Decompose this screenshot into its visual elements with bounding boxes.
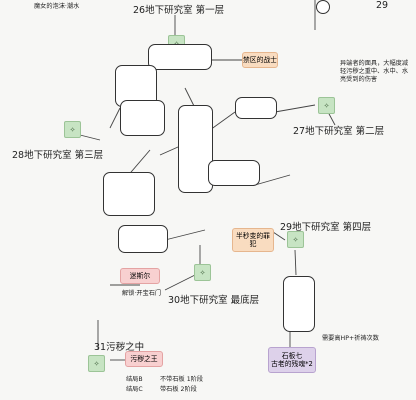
connector-line — [79, 134, 101, 141]
floor-28-heading: 28地下研究室 第三层 — [12, 150, 104, 161]
floor-30-heading: 30地下研究室 最底层 — [168, 295, 260, 306]
connector-line — [109, 107, 121, 129]
note-different-clothing: 异端者的面具，大幅度减轻污秽之重中、水中、水亮受到的伤害 — [340, 60, 409, 83]
tag-defiled-king[interactable]: 污秽之王 — [125, 351, 163, 367]
compass-node-icon[interactable]: ✧ — [64, 121, 81, 138]
flow-box[interactable] — [208, 160, 260, 186]
connector-line — [164, 229, 206, 241]
note-need-hp-prayer: 需要高HP+祈祷次数 — [322, 335, 379, 342]
note-no-tablet: 不带石板 1阶段 — [160, 376, 204, 383]
tag-stone-tablet[interactable]: 石板七 古老的残魂*2 — [268, 347, 316, 373]
flow-box[interactable] — [283, 276, 315, 332]
compass-node-icon[interactable]: ✧ — [88, 355, 105, 372]
flow-box[interactable] — [148, 44, 212, 70]
tag-half-transformed-sinner[interactable]: 半秒变的罪犯 — [232, 228, 274, 252]
compass-node-icon[interactable]: ✧ — [194, 264, 211, 281]
floor-29-heading: 29地下研究室 第四层 — [280, 222, 372, 233]
tag-mirek[interactable]: 迷斯尔 — [120, 268, 160, 284]
note-unlock-gate: 解锁·开宝石门 — [122, 290, 162, 297]
flow-box[interactable] — [316, 0, 330, 14]
flow-box[interactable] — [178, 105, 213, 193]
flow-box[interactable] — [103, 172, 155, 216]
note-with-tablet: 带石板 2阶段 — [160, 386, 197, 393]
flow-box[interactable] — [235, 97, 277, 119]
floor-27-heading: 27地下研究室 第二层 — [293, 126, 385, 137]
connector-line — [209, 111, 236, 131]
flow-box[interactable] — [118, 225, 168, 253]
connector-line — [164, 274, 196, 291]
compass-node-icon[interactable]: ✧ — [318, 97, 335, 114]
tag-restricted-warrior[interactable]: 禁区的战士 — [242, 52, 278, 68]
compass-node-icon[interactable]: ✧ — [287, 231, 304, 248]
connector-line — [274, 104, 316, 113]
top-right-fragment: 29 — [376, 0, 389, 11]
floor-31-heading: 31污秽之中 — [94, 342, 145, 353]
top-left-note: 魔女的泡沫·潮水 — [34, 3, 80, 10]
note-ending-b: 结局B — [126, 376, 143, 383]
connector-line — [294, 249, 297, 276]
floor-26-heading: 26地下研究室 第一层 — [133, 5, 225, 16]
connector-line — [254, 174, 291, 186]
note-ending-c: 结局C — [126, 386, 143, 393]
flow-box[interactable] — [120, 100, 165, 136]
